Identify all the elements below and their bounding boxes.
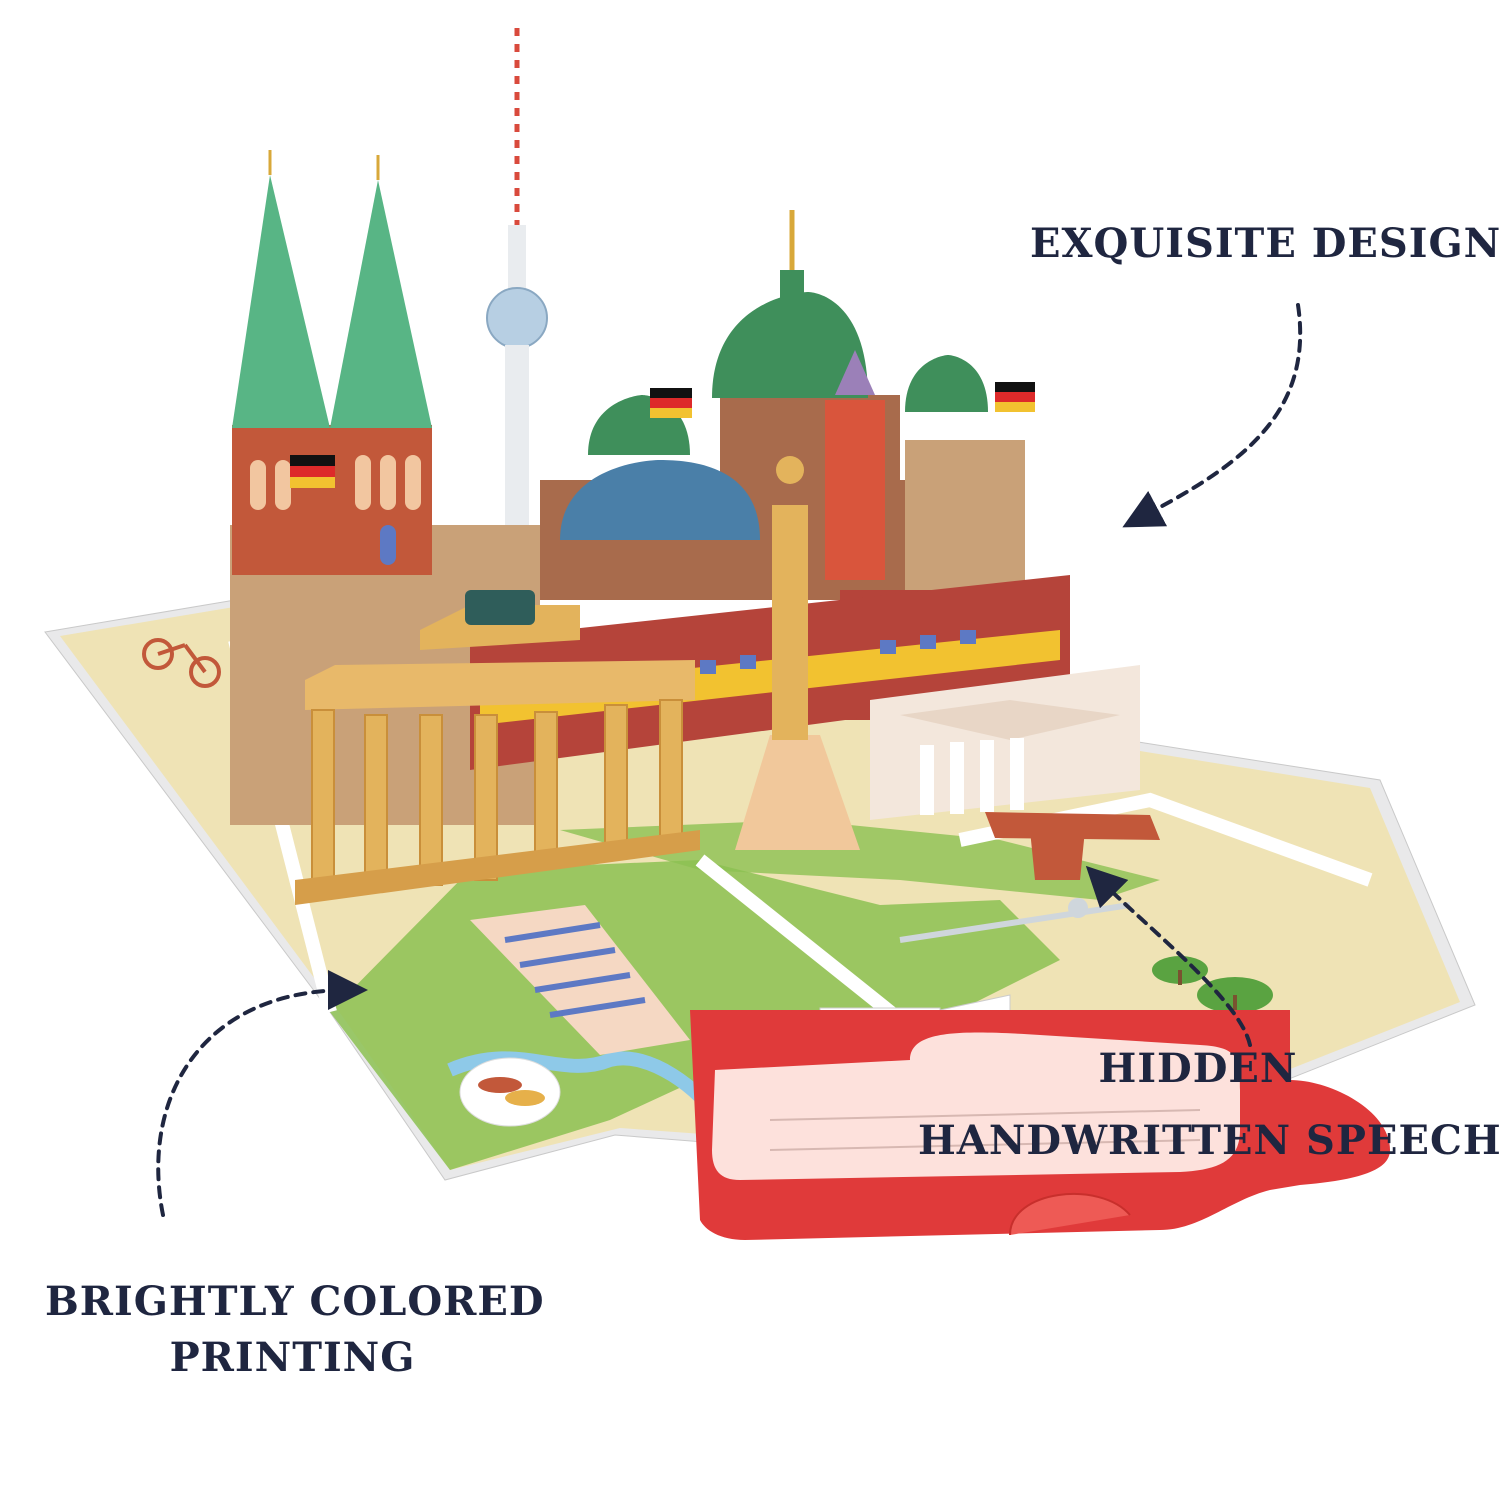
flag-icon (290, 382, 1035, 488)
arrow-icon (156, 303, 1303, 1217)
tv-tower-icon (486, 20, 548, 525)
museum-icon (870, 665, 1140, 820)
callout-hidden-line2: HANDWRITTEN SPEECH (918, 1117, 1500, 1164)
town-hall-icon (825, 350, 885, 580)
callout-brightly-colored-printing: BRIGHTLY COLORED PRINTING (45, 1278, 545, 1390)
hidden-speech-card[interactable] (690, 1010, 1390, 1240)
victory-column-icon (735, 456, 860, 850)
tree-icon (1152, 956, 1273, 1015)
bicycle-icon (142, 638, 221, 688)
cathedral-icon (232, 150, 432, 575)
callout-brightly-line2: PRINTING (169, 1334, 416, 1381)
gate-icon (295, 590, 700, 905)
food-plate-icon (459, 1057, 561, 1127)
callout-exquisite-design: EXQUISITE DESIGN (1030, 220, 1500, 267)
callout-brightly-line1: BRIGHTLY COLORED (45, 1278, 545, 1325)
callout-hidden-handwritten-speech: HIDDEN HANDWRITTEN SPEECH (918, 1045, 1500, 1189)
callout-hidden-line1: HIDDEN (1098, 1045, 1298, 1092)
